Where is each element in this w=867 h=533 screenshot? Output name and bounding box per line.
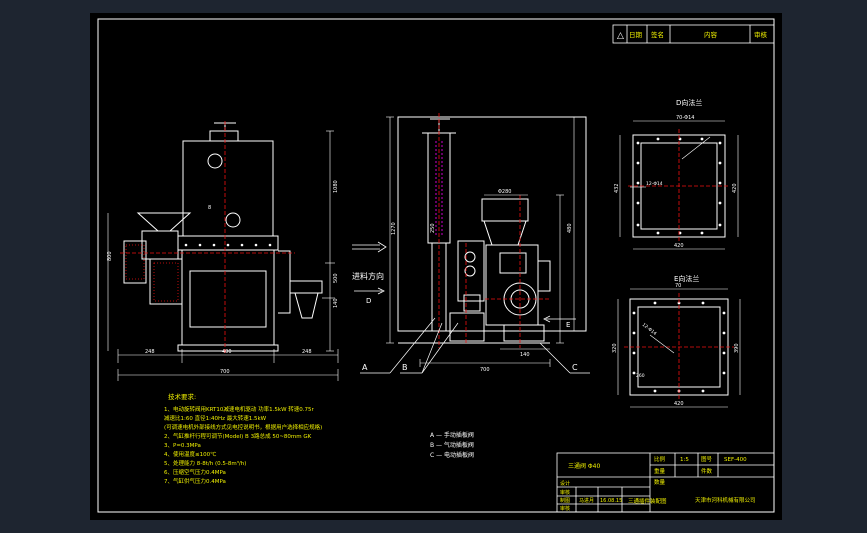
tb-drawing-no-label: 图号 (701, 455, 713, 463)
arrow-d-label: D (366, 297, 371, 305)
dim-e-bottom: 420 (674, 401, 684, 407)
legend-b: B — 气动插板阀 (430, 441, 474, 449)
e-flange-view: E向法兰 70 420 320 390 12-Φ14 260 (612, 274, 741, 408)
tech-line-7: 5、处理能力 8-8t/h (0.5-8m³/h) (164, 459, 246, 467)
dim-d-top: 70-Φ14 (676, 115, 694, 121)
dim-d-left: 432 (614, 183, 620, 193)
tb-approve-label: 审核 (560, 505, 570, 512)
tb-draw-label: 制图 (560, 497, 570, 504)
dim-250: 250 (430, 223, 436, 233)
technical-notes: 技术要求: 1、电动旋转阀用KRT10减速电机驱动 功率1.5kW 转速0.75… (164, 392, 322, 485)
dim-140-side: 140 (520, 352, 530, 358)
legend-c: C — 电动插板阀 (430, 451, 474, 459)
revision-triangle: △ (617, 31, 624, 41)
tb-drawing-no: SEF-400 (724, 457, 747, 463)
dim-1080: 1080 (333, 180, 339, 193)
revision-date-label: 日期 (629, 31, 643, 39)
tb-scale: 1:5 (680, 457, 689, 463)
d-flange-title: D向法兰 (676, 98, 702, 107)
cad-drawing: △ 日期 签名 内容 审核 (97, 18, 775, 513)
tb-date: 16.08.15 (600, 498, 622, 504)
revision-sign-label: 签名 (651, 30, 664, 39)
tech-line-3: (可调速电机外部接线方式见电控说明书，根据用户选择相应规格) (164, 423, 322, 431)
dim-500: 500 (333, 273, 339, 283)
dim-700-b: 700 (480, 367, 490, 373)
dim-d-bottom: 420 (674, 243, 684, 249)
tech-line-1: 1、电动旋转阀用KRT10减速电机驱动 功率1.5kW 转速0.75r (164, 405, 314, 413)
dim-d-holes: 12-Φ14 (646, 181, 663, 187)
dim-e-holes: 12-Φ14 (641, 322, 658, 337)
tb-count-label: 数量 (654, 478, 666, 486)
dim-phi280: Φ280 (498, 189, 511, 195)
dim-140: 140 (333, 298, 339, 308)
tb-draftsman: 马进月 (579, 497, 594, 504)
drawing-frame (97, 18, 775, 513)
tb-weight-label: 重量 (654, 467, 666, 475)
tb-company: 天津市河科机械有限公司 (695, 496, 756, 504)
tb-design-label: 设计 (560, 480, 570, 487)
dim-e-left: 320 (612, 343, 618, 353)
dim-8: 8 (208, 205, 211, 211)
drawing-sheet: △ 日期 签名 内容 审核 (90, 13, 782, 520)
dim-e-inner: 260 (636, 373, 645, 379)
dim-800: 800 (107, 251, 113, 261)
legend-a: A — 手动插板阀 (430, 431, 474, 439)
e-flange-title: E向法兰 (674, 274, 699, 283)
leader-d (681, 136, 711, 160)
tech-line-8: 6、压缩空气压力0.4MPa (164, 468, 226, 476)
tb-model: 三通阀 Φ40 (568, 462, 600, 470)
tech-line-9: 7、气缸供气压力0.4MPa (164, 477, 226, 485)
dim-700-a: 700 (220, 369, 230, 375)
d-flange-view: D向法兰 70-Φ14 420 432 420 12-Φ14 (614, 98, 739, 250)
side-view: 1270 480 250 700 140 Φ280 进料方向 D E (352, 113, 590, 374)
dim-e-right: 390 (734, 343, 740, 353)
tech-line-6: 4、使用温度≤100℃ (164, 450, 216, 458)
revision-content-label: 内容 (704, 30, 718, 39)
revision-review-label: 审核 (754, 30, 768, 39)
dim-d-right: 420 (732, 183, 738, 193)
dim-480: 480 (567, 223, 573, 233)
dim-1270: 1270 (391, 222, 397, 235)
revision-table (612, 24, 775, 44)
dim-400: 400 (222, 349, 232, 355)
dim-248-b: 248 (302, 349, 312, 355)
leader-e (649, 334, 675, 354)
callout-c: C (572, 363, 578, 372)
tb-check-label: 审核 (560, 489, 570, 496)
tb-qty-label: 件数 (701, 467, 713, 475)
callout-b: B (402, 363, 408, 372)
title-block (556, 452, 775, 513)
tb-scale-label: 比例 (654, 455, 666, 463)
tech-line-2: 减速比1:60 直径1:40Hz 最大转速1.5kW (164, 414, 267, 422)
tech-line-5: 3、P=0.3MPa (164, 443, 201, 449)
feed-direction-label: 进料方向 (352, 271, 384, 281)
tech-title: 技术要求: (168, 392, 196, 401)
arrow-e-label: E (566, 321, 570, 329)
dim-248-a: 248 (145, 349, 155, 355)
callout-a: A (362, 363, 368, 372)
valve-legend: A — 手动插板阀 B — 气动插板阀 C — 电动插板阀 (430, 431, 474, 459)
dim-e-top: 70 (675, 283, 681, 289)
front-view: 248 400 248 700 800 1080 500 140 8 (107, 121, 339, 381)
tb-name: 三通插件装配图 (628, 497, 667, 505)
tech-line-4: 2、气缸推杆行程可调节(Model) B 3路总成 50~80mm GK (164, 432, 312, 440)
